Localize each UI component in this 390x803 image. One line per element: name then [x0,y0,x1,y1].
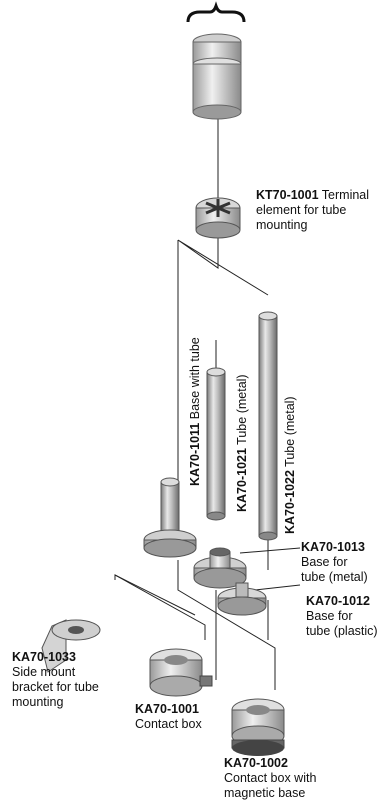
label-ka70-1013: KA70-1013 Base for tube (metal) [301,540,368,585]
part-code: KT70-1001 [256,188,319,202]
part-code: KA70-1013 [301,540,365,554]
part-code: KA70-1012 [306,594,370,608]
part-desc: Tube (metal) [283,396,297,467]
side-mount-bracket-icon [41,619,101,673]
signal-tower-element-icon [192,33,242,120]
label-kt70-1001: KT70-1001 Terminal element for tube moun… [256,188,369,233]
base-for-tube-plastic-icon [217,582,267,616]
part-code: KA70-1022 [283,470,297,534]
label-ka70-1011: KA70-1011 Base with tube [188,337,203,486]
label-ka70-1022: KA70-1022 Tube (metal) [283,396,298,534]
part-code: KA70-1002 [224,756,288,770]
part-desc-line: Base for [306,609,353,623]
label-ka70-1033: KA70-1033 Side mount bracket for tube mo… [12,650,99,710]
base-with-tube-icon [143,477,197,558]
brace-icon [186,1,246,23]
part-code: KA70-1033 [12,650,76,664]
part-desc-line: element for tube [256,203,347,217]
terminal-element-icon [195,197,241,239]
part-code: KA70-1021 [235,448,249,512]
label-ka70-1002: KA70-1002 Contact box with magnetic base [224,756,316,801]
contact-box-icon [149,648,213,697]
part-desc-line: Side mount [12,665,76,679]
part-desc: Tube (metal) [235,374,249,445]
part-desc-line: Contact box with [224,771,317,785]
part-desc-line: tube (plastic) [306,624,378,638]
part-desc: Terminal [321,188,370,202]
tube-metal-short-icon [206,367,226,521]
contact-box-magnetic-icon [231,698,285,756]
part-desc-line: mounting [256,218,308,232]
part-desc-line: Contact box [135,717,202,731]
label-ka70-1001: KA70-1001 Contact box [135,702,202,732]
part-desc-line: mounting [12,695,64,709]
part-desc-line: bracket for tube [12,680,99,694]
label-ka70-1021: KA70-1021 Tube (metal) [235,374,250,512]
base-for-tube-metal-icon [193,547,247,589]
part-desc-line: tube (metal) [301,570,368,584]
part-code: KA70-1011 [188,422,202,486]
part-desc-line: Base for [301,555,348,569]
part-desc-line: magnetic base [224,786,306,800]
label-ka70-1012: KA70-1012 Base for tube (plastic) [306,594,378,639]
part-desc: Base with tube [188,337,202,420]
tube-metal-long-icon [258,311,278,541]
part-code: KA70-1001 [135,702,199,716]
